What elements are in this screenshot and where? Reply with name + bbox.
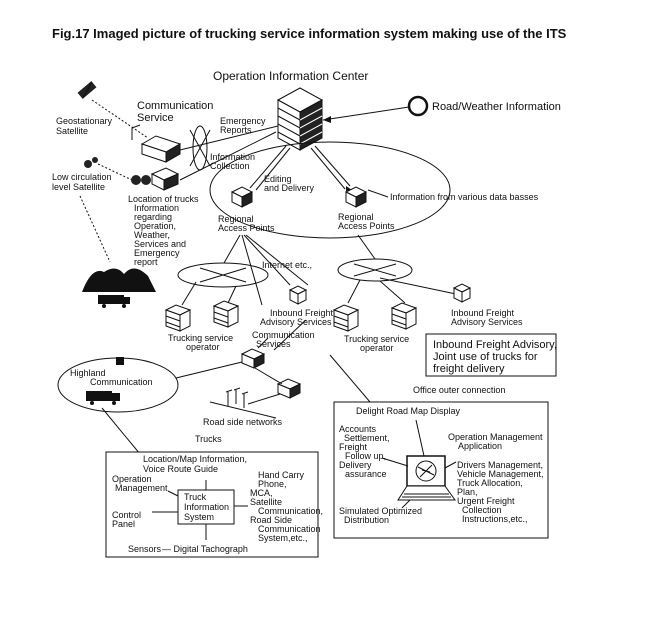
- control-panel-label: Control Panel: [112, 510, 144, 529]
- highland-building-icon: [116, 357, 124, 365]
- trucking-operator-2-label: Trucking service operator: [344, 334, 412, 353]
- advisory-box: [425, 333, 557, 377]
- regional-access-2-label: Regional Access Points: [338, 212, 395, 231]
- communication-service-building-icon: [140, 135, 182, 163]
- network-ellipse: [209, 141, 451, 239]
- emergency-reports-label: Emergency Reports: [220, 116, 268, 135]
- trucking-operator-1-label: Trucking service operator: [168, 333, 236, 352]
- hand-carry-label: Hand Carry Phone, MCA, Satellite Communi…: [250, 470, 326, 543]
- left-network-ellipse: [177, 262, 269, 288]
- information-databases-label: Information from various data basses: [390, 192, 539, 202]
- roadside-networks-label: Road side networks: [203, 417, 283, 427]
- office-outer-label: Office outer connection: [413, 385, 505, 395]
- operation-center-building-icon: [276, 87, 324, 151]
- regional-access-point-1-icon: [230, 186, 254, 208]
- location-trucks-label: Location of trucks Information regarding…: [128, 194, 201, 267]
- inbound-freight-2-label: Inbound Freight Advisory Services: [451, 308, 523, 327]
- op-mgmt-app-label: Operation Management Application: [448, 432, 545, 451]
- sensors-label: Sensors: [128, 544, 162, 554]
- geostationary-label: Geostationary Satellite: [56, 116, 115, 136]
- roadside-network-icon: [276, 378, 302, 399]
- information-collection-label: Information Collection: [210, 152, 258, 171]
- drivers-management-label: Drivers Management, Vehicle Management, …: [457, 460, 546, 524]
- trucking-operator-1-icon: [164, 304, 192, 332]
- trucking-operator-4-icon: [390, 302, 418, 330]
- trucking-operator-2-icon: [212, 300, 240, 328]
- communication-service-label: Communication Service: [137, 100, 216, 124]
- mountain-icon: [82, 268, 156, 292]
- roadside-poles-icon: [209, 387, 277, 419]
- low-circulation-satellite-icon: [84, 157, 98, 168]
- accounts-label: Accounts Settlement, Freight Follow up, …: [339, 424, 392, 479]
- simulated-label: Simulated Optimized Distribution: [339, 506, 425, 525]
- truck-info-system-label: Truck Information System: [184, 492, 232, 522]
- regional-access-point-2-icon: [344, 186, 368, 208]
- regional-access-1-label: Regional Access Points: [218, 214, 275, 233]
- delight-map-label: Delight Road Map Display: [356, 406, 461, 416]
- communication-services-building-icon: [240, 348, 266, 369]
- internet-label: Internet etc.,: [262, 260, 312, 270]
- inbound-freight-2-icon: [452, 283, 472, 303]
- truck-icon-mountain: [98, 295, 130, 308]
- trucks-label: Trucks: [195, 434, 222, 444]
- laptop-map-icon: [397, 455, 456, 501]
- inbound-freight-1-icon: [288, 285, 308, 305]
- road-weather-icon: [407, 95, 429, 117]
- center-label: Operation Information Center: [213, 69, 368, 83]
- location-map-label: Location/Map Information, Voice Route Gu…: [143, 454, 250, 474]
- highland-label: Highland Communication: [70, 368, 153, 387]
- operation-management-label: Operation Management: [112, 474, 168, 493]
- communication-services-label: Communication Services: [252, 330, 317, 349]
- tachograph-label: — Digital Tachograph: [162, 544, 248, 554]
- low-circulation-label: Low circulation level Satellite: [52, 172, 114, 192]
- communication-dish-icon: [131, 167, 180, 191]
- geostationary-satellite-icon: [77, 81, 97, 99]
- inbound-freight-1-label: Inbound Freight Advisory Services: [260, 308, 336, 327]
- trucking-operator-3-icon: [332, 304, 360, 332]
- advisory-box-text: Inbound Freight Advisory, Joint use of t…: [433, 339, 560, 375]
- road-weather-label: Road/Weather Information: [432, 101, 561, 113]
- editing-delivery-label: Editing and Delivery: [264, 174, 315, 193]
- figure-title: Fig.17 Imaged picture of trucking servic…: [52, 26, 567, 41]
- truck-icon-highland: [86, 391, 120, 405]
